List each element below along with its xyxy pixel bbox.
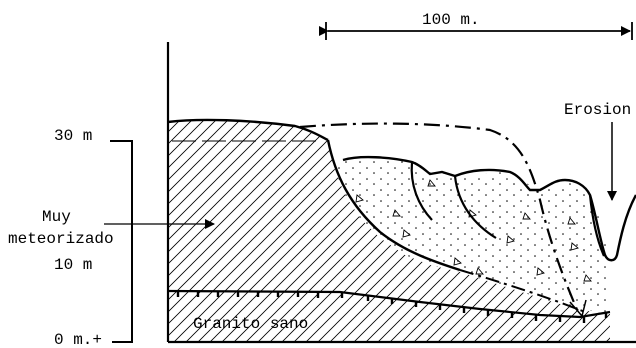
weathered-zone-hatch [168, 120, 610, 342]
depth-label-0m: 0 m.+ [54, 331, 102, 348]
bedrock-label: Granito sano [193, 315, 308, 333]
former-surface-dashdot [299, 122, 580, 313]
bedrock-surface-line [167, 289, 611, 319]
eroded-zone-dots [333, 157, 610, 312]
depth-label-10m: 10 m [54, 256, 92, 274]
gully-3 [588, 194, 606, 257]
bedrock-teeth [176, 291, 608, 323]
gully-1 [410, 161, 433, 221]
erosion-scarp-line [326, 139, 461, 272]
depth-label-30m: 30 m [54, 127, 92, 145]
erosion-label: Erosion [564, 101, 631, 119]
zone-label-muy: Muy [42, 208, 71, 226]
weathering-front-dashdot [459, 269, 586, 313]
horizontal-scale-label: 100 m. [422, 11, 480, 29]
original-surface-line [167, 118, 329, 142]
current-surface-line [342, 155, 636, 262]
zone-label-meteorizado: meteorizado [8, 230, 114, 248]
rock-fragments [355, 179, 592, 282]
gully-2 [453, 175, 497, 239]
depth-scale-bracket [110, 140, 133, 343]
